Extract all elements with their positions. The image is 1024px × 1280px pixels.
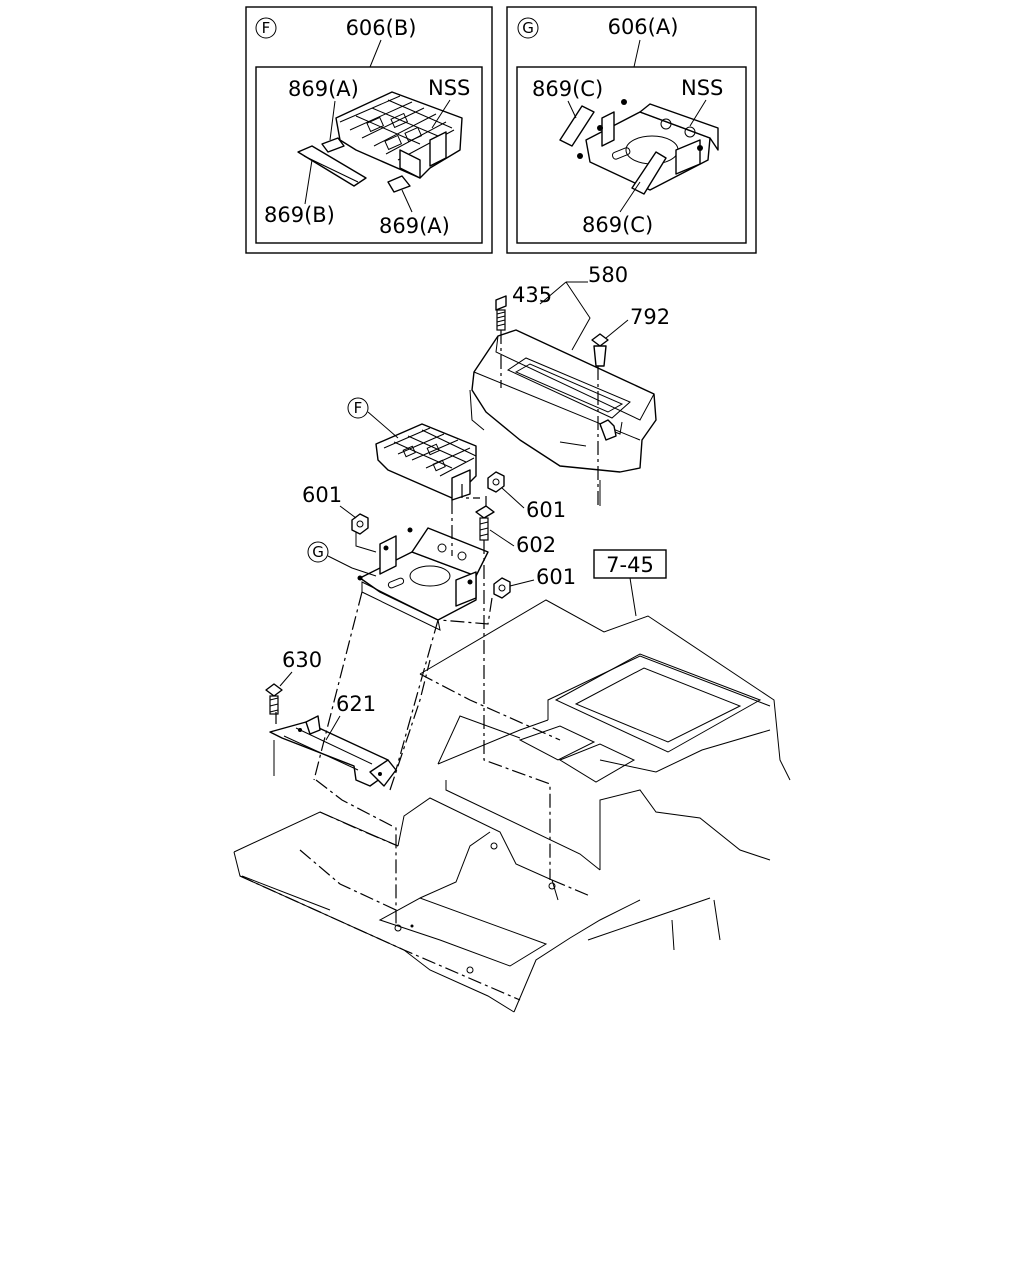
leader-7-45 bbox=[629, 577, 637, 617]
inset-f: F 606(B) 869(A) NSS 869(B) 869( bbox=[245, 6, 493, 254]
label-601-left: 601 bbox=[302, 483, 342, 507]
leader-869a-top bbox=[329, 100, 336, 141]
leader-580 bbox=[539, 281, 591, 351]
bolt-435 bbox=[495, 295, 507, 331]
leader-nss-g bbox=[689, 99, 707, 127]
bolt-630 bbox=[265, 683, 283, 715]
bolt-602 bbox=[475, 505, 495, 541]
label-621: 621 bbox=[336, 692, 376, 716]
leader-869c-bottom bbox=[619, 181, 641, 213]
leader-601-mid bbox=[501, 487, 525, 509]
leader-792 bbox=[605, 319, 629, 339]
callout-f-letter: F bbox=[262, 19, 271, 37]
inset-f-inner-frame bbox=[255, 66, 483, 244]
label-869c-top: 869(C) bbox=[532, 77, 603, 101]
leader-869a-bottom bbox=[401, 189, 413, 213]
inset-g-inner-frame bbox=[516, 66, 747, 244]
console-lid-580 bbox=[469, 329, 657, 473]
leader-621 bbox=[325, 715, 341, 741]
callout-f-main-circle bbox=[347, 397, 369, 419]
label-630: 630 bbox=[282, 648, 322, 672]
leader-602 bbox=[489, 529, 515, 547]
clip-792 bbox=[591, 333, 609, 367]
label-869a-top: 869(A) bbox=[288, 77, 359, 101]
leader-f-main bbox=[367, 411, 399, 439]
inset-g: G 606(A) 869(C) NSS 869(C) bbox=[506, 6, 757, 254]
label-nss-g: NSS bbox=[681, 76, 723, 100]
leader-630 bbox=[279, 671, 293, 687]
label-869c-bottom: 869(C) bbox=[582, 213, 653, 237]
inset-g-frame bbox=[506, 6, 757, 254]
leader-601-left bbox=[339, 505, 357, 519]
nut-601-left bbox=[351, 513, 369, 535]
ref-box-7-45-label[interactable]: 7-45 bbox=[606, 553, 654, 577]
leader-869c-top bbox=[567, 100, 577, 119]
bracket-606b-drawing bbox=[297, 91, 463, 193]
label-601-right: 601 bbox=[536, 565, 576, 589]
label-601-mid: 601 bbox=[526, 498, 566, 522]
label-792: 792 bbox=[630, 305, 670, 329]
label-606a: 606(A) bbox=[608, 15, 679, 39]
assembly-lines bbox=[239, 330, 599, 1001]
inset-f-frame bbox=[245, 6, 493, 254]
callout-g-main-letter: G bbox=[312, 543, 324, 561]
label-nss-f: NSS bbox=[428, 76, 470, 100]
leader-g-main bbox=[327, 532, 377, 577]
leader-nss-f bbox=[431, 99, 451, 129]
nut-601-right bbox=[493, 577, 511, 599]
bracket-606a-drawing bbox=[559, 99, 719, 195]
callout-g-main-circle bbox=[307, 541, 329, 563]
callout-f-main-letter: F bbox=[354, 399, 363, 417]
label-869b: 869(B) bbox=[264, 203, 335, 227]
label-580: 580 bbox=[588, 263, 628, 287]
callout-g-circle bbox=[517, 17, 539, 39]
label-435: 435 bbox=[512, 283, 552, 307]
leader-606a bbox=[633, 39, 641, 68]
label-602: 602 bbox=[516, 533, 556, 557]
callout-f-circle bbox=[255, 17, 277, 39]
label-606b: 606(B) bbox=[346, 16, 417, 40]
label-869a-bottom: 869(A) bbox=[379, 214, 450, 238]
bracket-f-main bbox=[375, 423, 477, 501]
bracket-g-main bbox=[357, 527, 489, 631]
leader-869b bbox=[304, 159, 313, 205]
leader-601-right bbox=[509, 579, 535, 587]
leader-606b bbox=[369, 39, 382, 68]
bracket-621 bbox=[269, 715, 397, 787]
callout-g-letter: G bbox=[522, 19, 534, 37]
nut-601-mid bbox=[487, 471, 505, 493]
